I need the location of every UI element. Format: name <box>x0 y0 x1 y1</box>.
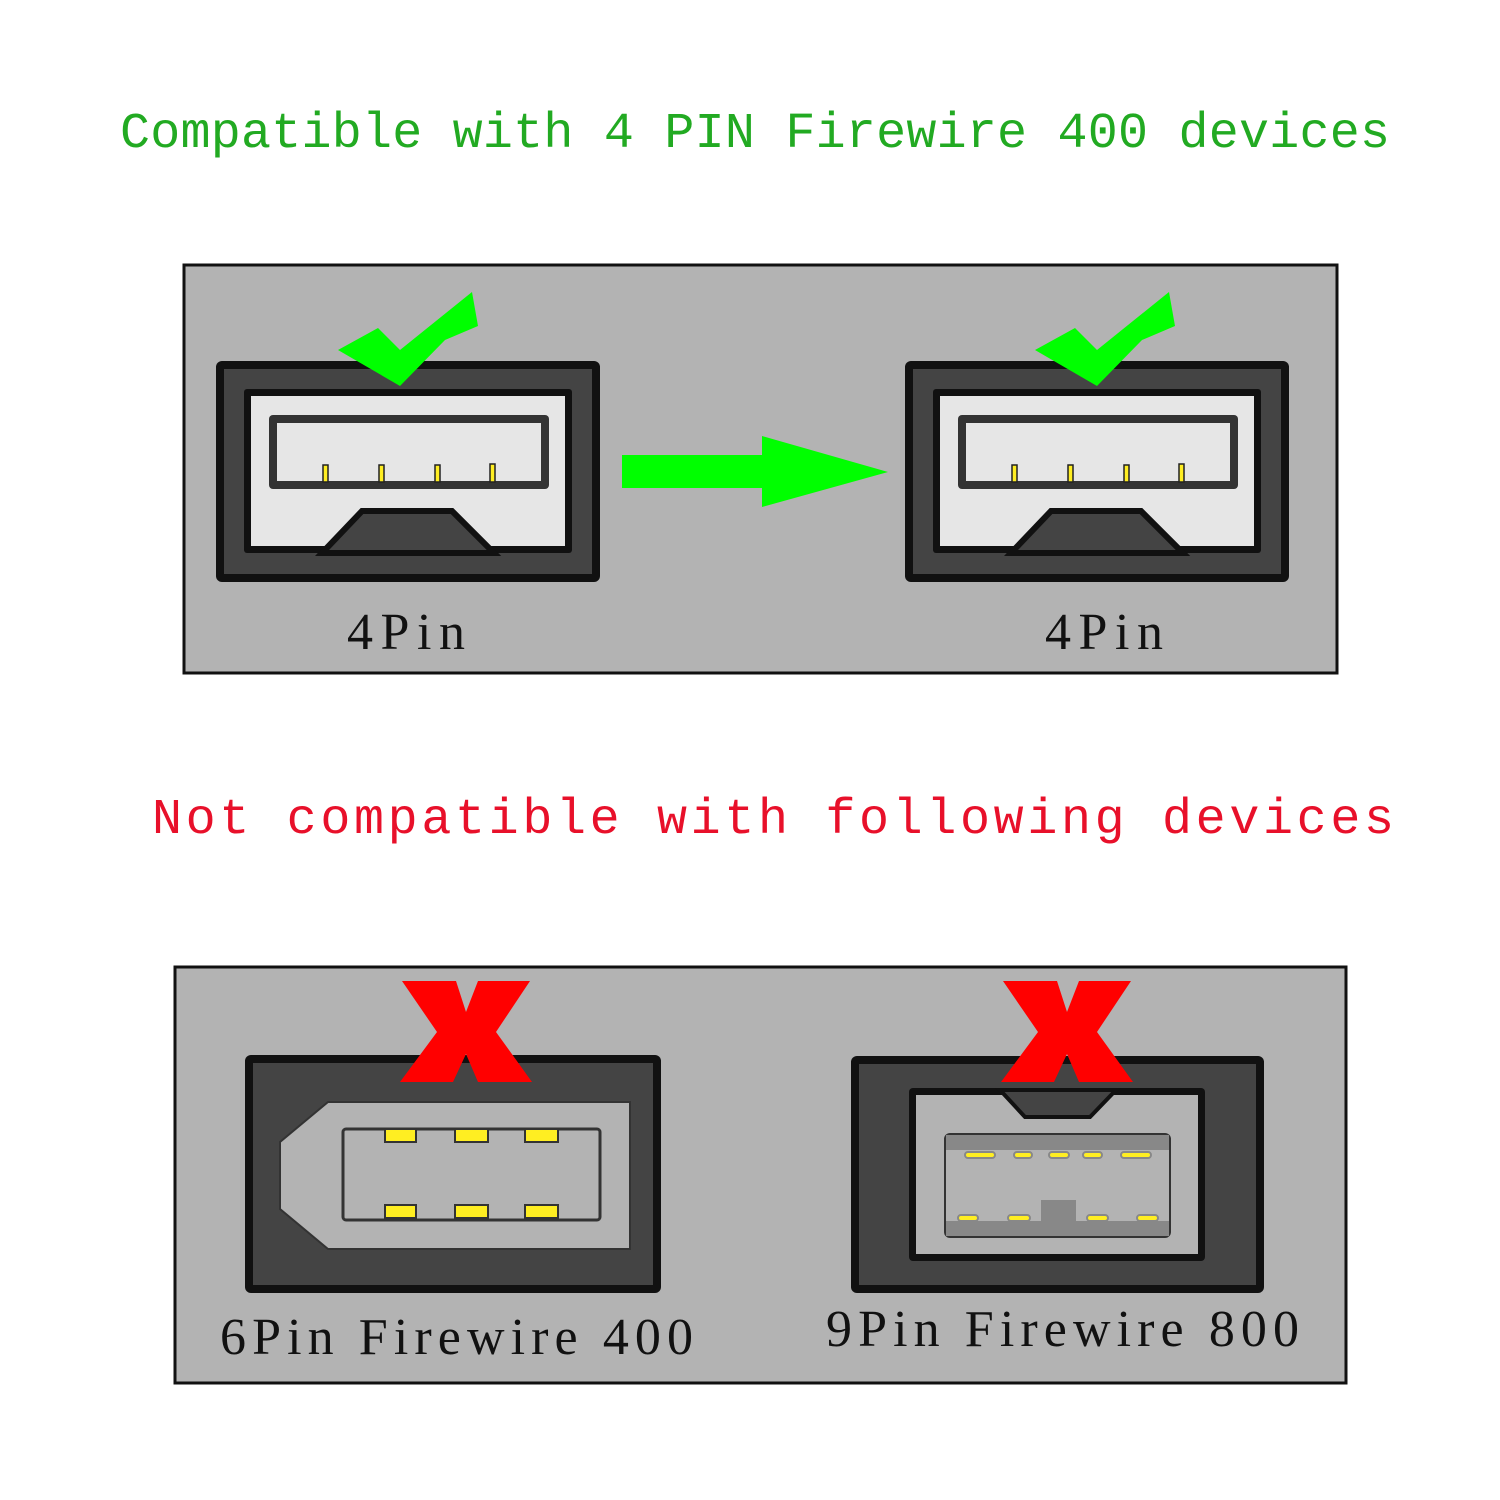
6pin-firewire-400-port <box>245 1055 661 1293</box>
9pin-label: 9Pin Firewire 800 <box>826 1301 1299 1358</box>
6pin-label: 6Pin Firewire 400 <box>220 1309 693 1366</box>
target-4pin-port <box>905 361 1289 582</box>
arrow-right-icon <box>622 436 888 507</box>
incompatible-heading: Not compatible with following devices <box>152 792 1394 849</box>
source-4pin-port <box>216 361 600 582</box>
source-port-label: 4Pin <box>347 604 465 661</box>
9pin-firewire-800-port <box>851 1056 1264 1293</box>
target-port-label: 4Pin <box>1045 604 1163 661</box>
compatible-heading: Compatible with 4 PIN Firewire 400 devic… <box>120 106 1390 163</box>
